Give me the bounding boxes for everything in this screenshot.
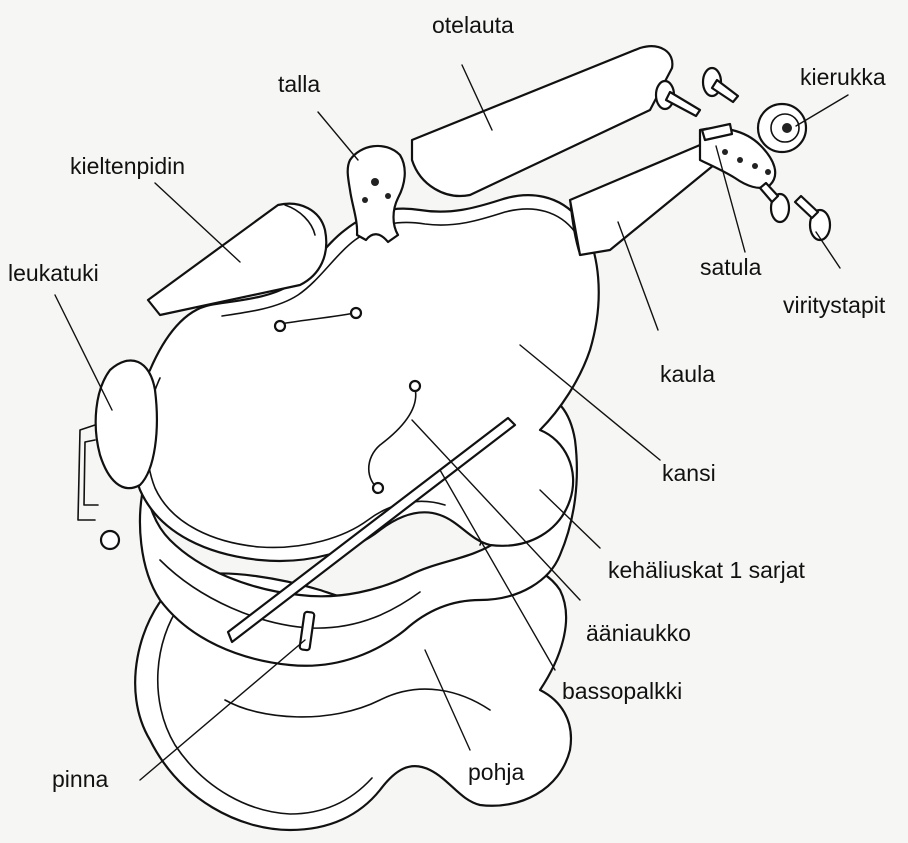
label-kieltenpidin: kieltenpidin <box>70 155 185 178</box>
leader-kierukka <box>796 95 848 126</box>
chinrest <box>96 360 157 488</box>
label-kaula: kaula <box>660 363 715 386</box>
leader-kieltenpidin <box>155 183 240 262</box>
pegbox-hole-2 <box>737 157 743 163</box>
chinrest-clamp <box>78 425 98 520</box>
scroll-inner <box>782 123 792 133</box>
pegbox-hole-1 <box>722 149 728 155</box>
label-satula: satula <box>700 256 761 279</box>
f-hole-lower-eye-b <box>373 483 383 493</box>
pegbox-hole-4 <box>765 169 771 175</box>
label-kierukka: kierukka <box>800 66 886 89</box>
leader-leukatuki <box>55 295 112 410</box>
bridge-heart <box>371 178 379 186</box>
leader-viritystapit <box>816 232 840 268</box>
label-otelauta: otelauta <box>432 14 514 37</box>
peg-3-shaft <box>760 183 778 202</box>
label-viritystapit: viritystapit <box>783 294 885 317</box>
top-plate <box>131 195 598 561</box>
f-hole-lower-eye-a <box>410 381 420 391</box>
f-hole-upper-eye-b <box>351 308 361 318</box>
bridge-kidney-b <box>385 193 391 199</box>
label-pinna: pinna <box>52 768 108 791</box>
peg-4-shaft <box>795 196 818 218</box>
label-pohja: pohja <box>468 761 524 784</box>
label-aaniaukko: ääniaukko <box>586 622 691 645</box>
label-bassopalkki: bassopalkki <box>562 680 682 703</box>
label-kansi: kansi <box>662 462 716 485</box>
leader-talla <box>318 112 358 160</box>
label-talla: talla <box>278 73 320 96</box>
f-hole-upper-eye-a <box>275 321 285 331</box>
pegbox-hole-3 <box>752 163 758 169</box>
bridge-kidney-a <box>362 197 368 203</box>
label-kehaliuskat: kehäliuskat 1 sarjat <box>608 559 805 582</box>
label-leukatuki: leukatuki <box>8 262 99 285</box>
neck <box>570 145 720 255</box>
leader-kaula <box>618 222 658 330</box>
peg-2-shaft <box>712 80 738 102</box>
chinrest-screw <box>101 531 119 549</box>
